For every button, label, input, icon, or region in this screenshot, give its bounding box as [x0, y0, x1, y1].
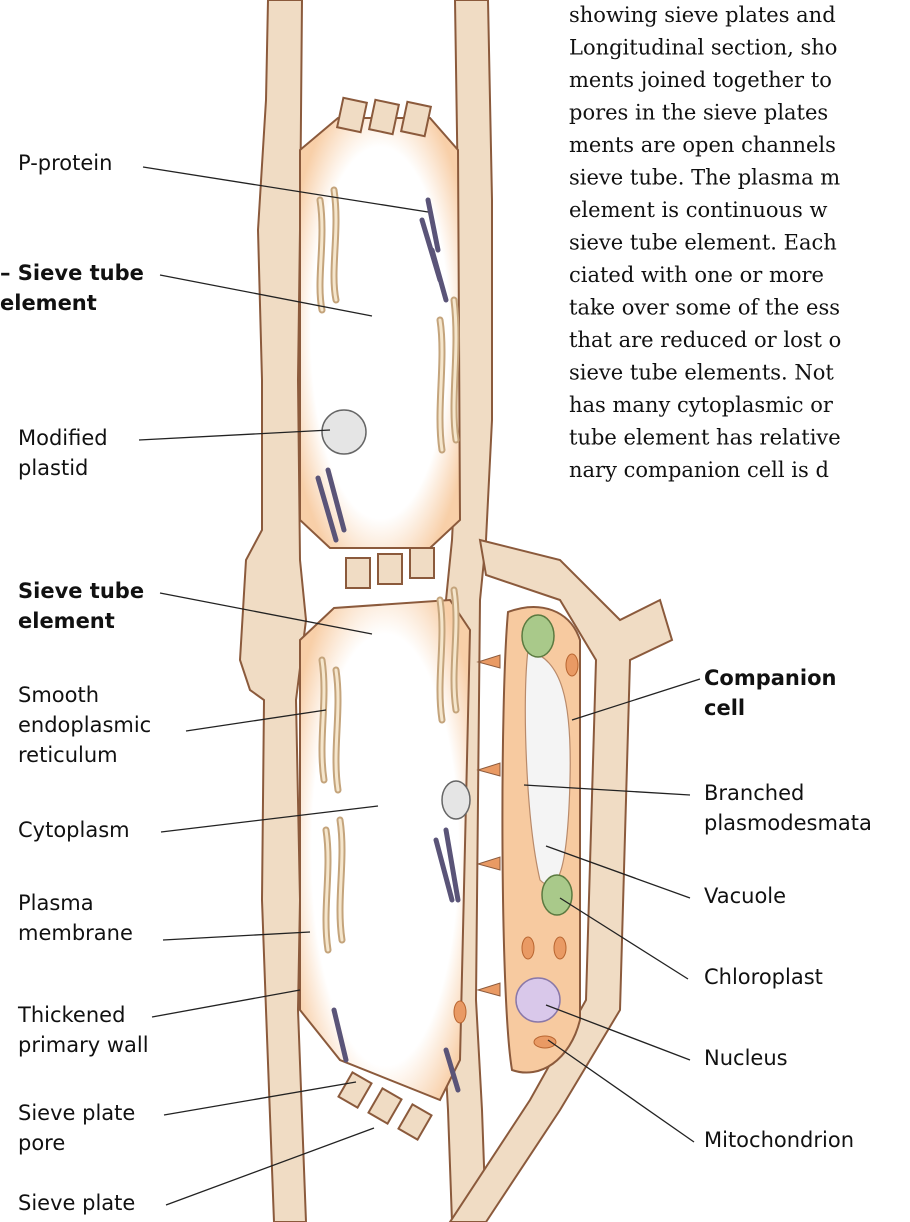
caption-line: ciated with one or more — [569, 263, 824, 287]
caption-line: showing sieve plates and — [569, 3, 836, 27]
left-label: endoplasmic — [18, 713, 151, 737]
right-label: Mitochondrion — [704, 1128, 854, 1152]
caption-line: take over some of the ess — [569, 296, 840, 320]
mitochondrion — [554, 937, 566, 959]
branched-plasmodesmata — [478, 655, 500, 996]
left-label: Cytoplasm — [18, 818, 130, 842]
caption-line: Longitudinal section, sho — [569, 36, 837, 60]
left-label: – Sieve tube — [0, 261, 144, 285]
modified-plastid-upper — [322, 410, 366, 454]
caption-line: ments joined together to — [569, 68, 832, 92]
caption-text: showing sieve plates andLongitudinal sec… — [569, 3, 841, 482]
caption-line: that are reduced or lost o — [569, 328, 841, 352]
left-label: P-protein — [18, 151, 112, 175]
mitochondrion — [454, 1001, 466, 1023]
left-label: Sieve tube — [18, 579, 144, 603]
left-label: membrane — [18, 921, 133, 945]
left-label: Modified — [18, 426, 108, 450]
caption-line: sieve tube element. Each — [569, 231, 837, 255]
mitochondrion — [534, 1036, 556, 1048]
caption-line: sieve tube elements. Not — [569, 361, 834, 385]
caption-line: ments are open channels — [569, 133, 836, 157]
sieve-plate-middle — [346, 548, 434, 588]
right-label: cell — [704, 696, 745, 720]
caption-line: tube element has relative — [569, 426, 841, 450]
chloroplast-lower — [542, 875, 572, 915]
left-label: reticulum — [18, 743, 118, 767]
chloroplast-upper — [522, 615, 554, 657]
left-label: Thickened — [17, 1003, 125, 1027]
sieve-plate-top — [337, 98, 431, 136]
right-label: Branched — [704, 781, 804, 805]
caption-line: sieve tube. The plasma m — [569, 166, 840, 190]
nucleus — [516, 978, 560, 1022]
right-label: plasmodesmata — [704, 811, 872, 835]
left-label: Sieve plate — [18, 1101, 135, 1125]
caption-line: element is continuous w — [569, 198, 827, 222]
left-label: element — [0, 291, 97, 315]
caption-line: has many cytoplasmic or — [569, 393, 834, 417]
caption-line: nary companion cell is d — [569, 458, 829, 482]
caption-line: pores in the sieve plates — [569, 101, 828, 125]
mitochondrion — [566, 654, 578, 676]
modified-plastid-lower — [442, 781, 470, 819]
left-label: pore — [18, 1131, 65, 1155]
left-label: Plasma — [18, 891, 94, 915]
left-label: primary wall — [18, 1033, 149, 1057]
upper-sieve-tube-lumen — [300, 118, 460, 548]
right-label: Vacuole — [704, 884, 786, 908]
left-label: element — [18, 609, 115, 633]
left-label: Sieve plate — [18, 1191, 135, 1215]
mitochondrion — [522, 937, 534, 959]
left-label: Smooth — [18, 683, 99, 707]
right-label: Chloroplast — [704, 965, 823, 989]
right-label: Nucleus — [704, 1046, 788, 1070]
right-label: Companion — [704, 666, 836, 690]
left-label: plastid — [18, 456, 88, 480]
